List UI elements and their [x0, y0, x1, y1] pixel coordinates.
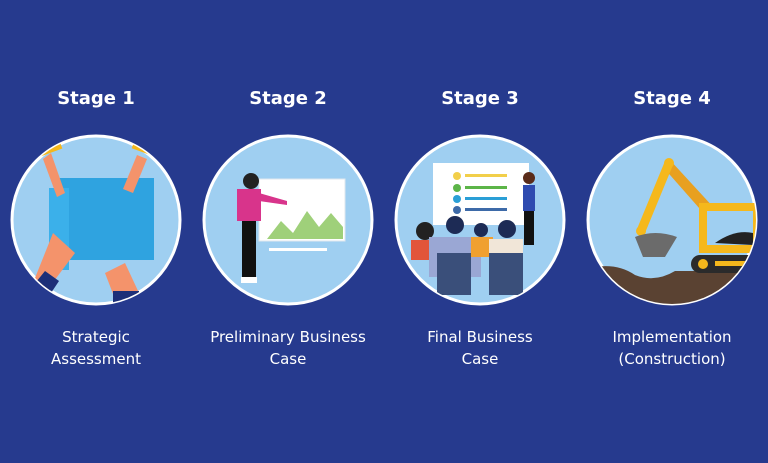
stage-2: Stage 2 Preliminary Business Case: [192, 0, 384, 463]
stage-1: Stage 1 Strategic Assessment: [0, 0, 192, 463]
stage-4: Stage 4 Implementation (Construction): [576, 0, 768, 463]
hands-on-paper-icon: [10, 134, 182, 306]
presenter-chart-icon: [202, 134, 374, 306]
audience-presentation-icon: [394, 134, 566, 306]
stage-label: Strategic Assessment: [0, 326, 192, 370]
stage-label-line: Final Business: [427, 328, 533, 346]
stage-label-line: Implementation: [612, 328, 732, 346]
stage-label-line: Case: [461, 350, 499, 368]
stage-label: Final Business Case: [384, 326, 576, 370]
stage-title: Stage 2: [249, 88, 327, 109]
stage-label-line: Assessment: [51, 350, 141, 368]
stage-3: Stage 3 Final Business Case: [384, 0, 576, 463]
stage-label: Implementation (Construction): [576, 326, 768, 370]
excavator-icon: [586, 134, 758, 306]
stage-title: Stage 3: [441, 88, 519, 109]
stage-label-line: Strategic: [62, 328, 130, 346]
stage-title: Stage 1: [57, 88, 135, 109]
stage-label-line: Case: [269, 350, 307, 368]
stage-title: Stage 4: [633, 88, 711, 109]
stage-label: Preliminary Business Case: [192, 326, 384, 370]
stage-label-line: (Construction): [618, 350, 726, 368]
stage-label-line: Preliminary Business: [210, 328, 366, 346]
